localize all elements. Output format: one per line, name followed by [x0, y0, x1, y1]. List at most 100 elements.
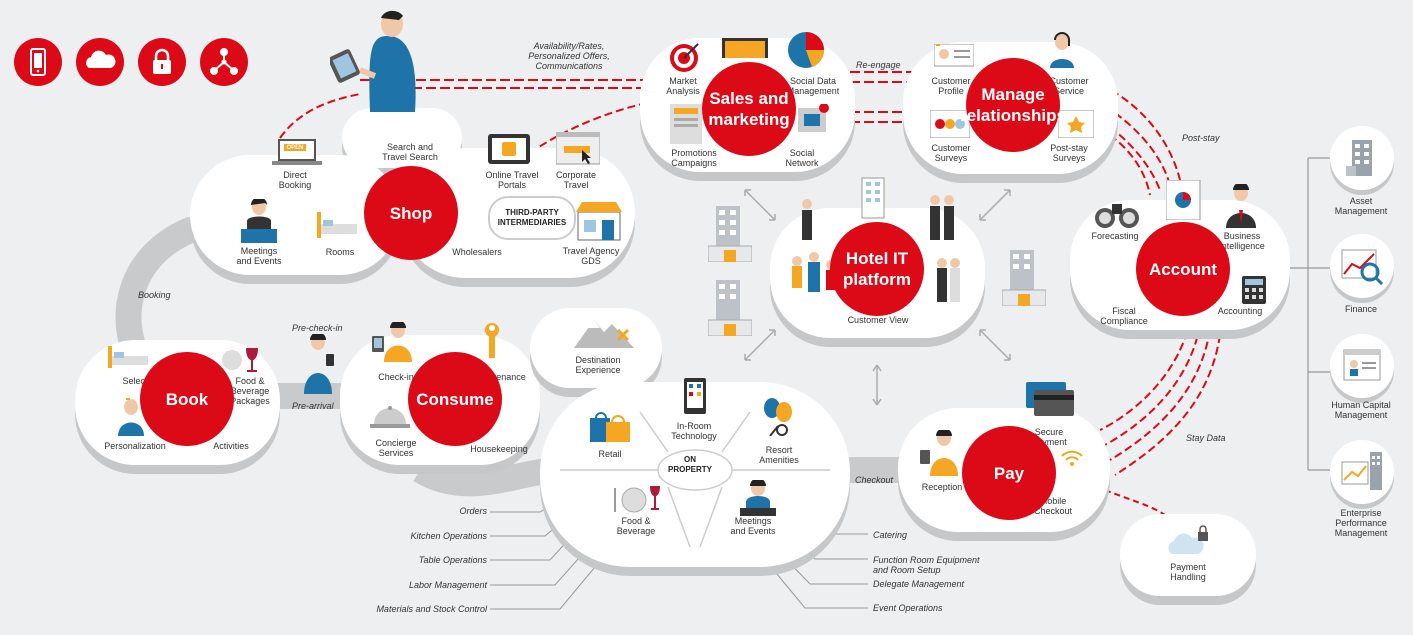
reception-label: Reception	[921, 482, 963, 492]
payment-handling-label: Payment Handling	[1170, 562, 1206, 582]
callout-delegate: Delegate Management	[873, 579, 965, 589]
hub-sales: Sales and marketing	[702, 62, 796, 156]
food-plate-icon	[614, 486, 660, 513]
human-capital-label: Human Capital Management	[1331, 400, 1391, 420]
flow-post-stay: Post-stay	[1182, 133, 1220, 143]
storefront-icon	[576, 202, 622, 241]
hub-pay: Pay	[962, 426, 1056, 520]
chart-board-icon	[722, 38, 768, 58]
building-icon	[708, 206, 752, 262]
couple-icon	[937, 258, 960, 302]
selection-label: Selection	[122, 376, 160, 386]
star-rating-icon	[1058, 110, 1094, 138]
promo-board-icon	[670, 104, 702, 144]
market-analysis-label: Market Analysis	[666, 76, 700, 96]
book-bed-icon	[108, 346, 148, 368]
activities-label: Activities	[213, 441, 249, 451]
food-beverage-packages-label: Food & Beverage Packages	[230, 376, 270, 406]
receptionist-icon	[920, 430, 958, 476]
wine-glass-icon	[222, 348, 258, 372]
theatre-masks-icon	[764, 398, 792, 436]
forecasting-label: Forecasting	[1091, 231, 1139, 241]
network-icon	[200, 38, 248, 86]
hub-book: Book	[140, 352, 234, 446]
social-network-icon	[798, 104, 829, 132]
hub-shop: Shop	[364, 166, 458, 260]
on-property-meetings-label: Meetings and Events	[730, 516, 776, 536]
browser-cursor-icon	[556, 132, 600, 165]
speaker-icon	[241, 199, 277, 243]
calculator-icon	[1242, 276, 1266, 304]
social-data-label: Social Data Management	[786, 76, 840, 96]
search-label: Search and Travel Search	[382, 142, 438, 162]
direct-booking-label: Direct Booking	[278, 170, 312, 190]
finance-label: Finance	[1344, 304, 1378, 314]
corporate-travel-label: Corporate Travel	[555, 170, 597, 190]
check-in-label: Check-in	[378, 372, 414, 382]
personalization-icon	[118, 398, 144, 436]
destination-label: Destination Experience	[575, 355, 621, 375]
maintenance-label: Maintenance	[474, 372, 526, 382]
callout-event-ops: Event Operations	[873, 603, 943, 613]
in-room-label: In-Room Technology	[671, 421, 717, 441]
binoculars-icon	[1095, 204, 1139, 228]
accounting-label: Accounting	[1217, 306, 1263, 316]
survey-faces-icon	[930, 110, 970, 138]
customer-profile-label: Customer Profile	[931, 76, 971, 96]
customer-surveys-label: Customer Surveys	[931, 143, 971, 163]
wrench-icon	[485, 323, 499, 358]
flow-pre-check-in: Pre-check-in	[292, 323, 343, 333]
on-property-center: ON PROPERTY	[667, 455, 712, 474]
callout-function-room: Function Room Equipment and Room Setup	[873, 555, 980, 575]
rooms-label: Rooms	[325, 247, 355, 257]
payment-handling-bubble	[1120, 514, 1256, 596]
cloud-lock-icon	[1168, 525, 1208, 554]
tablet-app-icon	[684, 378, 706, 414]
shop-meetings-label: Meetings and Events	[236, 246, 282, 266]
flow-booking: Booking	[138, 290, 171, 300]
pie-chart-icon	[788, 32, 824, 68]
destination-bubble	[530, 308, 662, 388]
asset-management-icon	[1330, 126, 1394, 190]
callout-kitchen: Kitchen Operations	[410, 531, 487, 541]
callout-labor: Labor Management	[408, 580, 487, 590]
building-icon-3	[1002, 250, 1046, 306]
wholesalers-label: Wholesalers	[452, 247, 502, 257]
headset-agent-icon	[1050, 32, 1074, 68]
flow-checkout: Checkout	[855, 475, 894, 485]
enterprise-performance-label: Enterprise Performance Management	[1334, 508, 1388, 538]
shopping-bags-icon	[590, 412, 630, 442]
human-capital-icon	[1330, 334, 1394, 398]
laptop-icon	[272, 139, 322, 165]
online-travel-label: Online Travel Portals	[485, 170, 539, 190]
retail-label: Retail	[598, 449, 622, 459]
traveler-phone-icon	[304, 334, 334, 394]
on-property-dividers	[560, 411, 830, 548]
flow-pre-arrival: Pre-arrival	[292, 401, 334, 411]
callout-catering: Catering	[873, 530, 908, 540]
check-in-agent-icon	[372, 322, 412, 362]
wifi-icon	[1061, 450, 1083, 466]
business-intelligence-label: Business Intelligence	[1219, 231, 1265, 251]
personalization-label: Personalization	[104, 441, 166, 451]
social-network-label: Social Network	[785, 148, 819, 168]
hub-account: Account	[1136, 222, 1230, 316]
hub-platform: Hotel IT platform	[830, 222, 924, 316]
travel-portal-icon	[488, 134, 530, 164]
people-group-icon	[802, 177, 954, 240]
meeting-speaker-icon	[740, 480, 776, 516]
service-bell-icon	[370, 406, 410, 428]
mobile-checkout-label: Mobile Checkout	[1033, 496, 1073, 516]
lock-icon	[138, 38, 186, 86]
fiscal-compliance-label: Fiscal Compliance	[1100, 306, 1148, 326]
housekeeping-label: Housekeeping	[470, 444, 528, 454]
hub-manage: Manage relationships	[960, 58, 1066, 152]
asset-management-label: Asset Management	[1334, 196, 1388, 216]
hub-consume: Consume	[408, 352, 502, 446]
concierge-label: Concierge Services	[375, 438, 417, 458]
customer-service-label: Customer Service	[1049, 76, 1089, 96]
shopper-person-icon	[330, 10, 416, 112]
resort-label: Resort Amenities	[759, 445, 799, 465]
credit-card-icon	[1026, 382, 1074, 416]
